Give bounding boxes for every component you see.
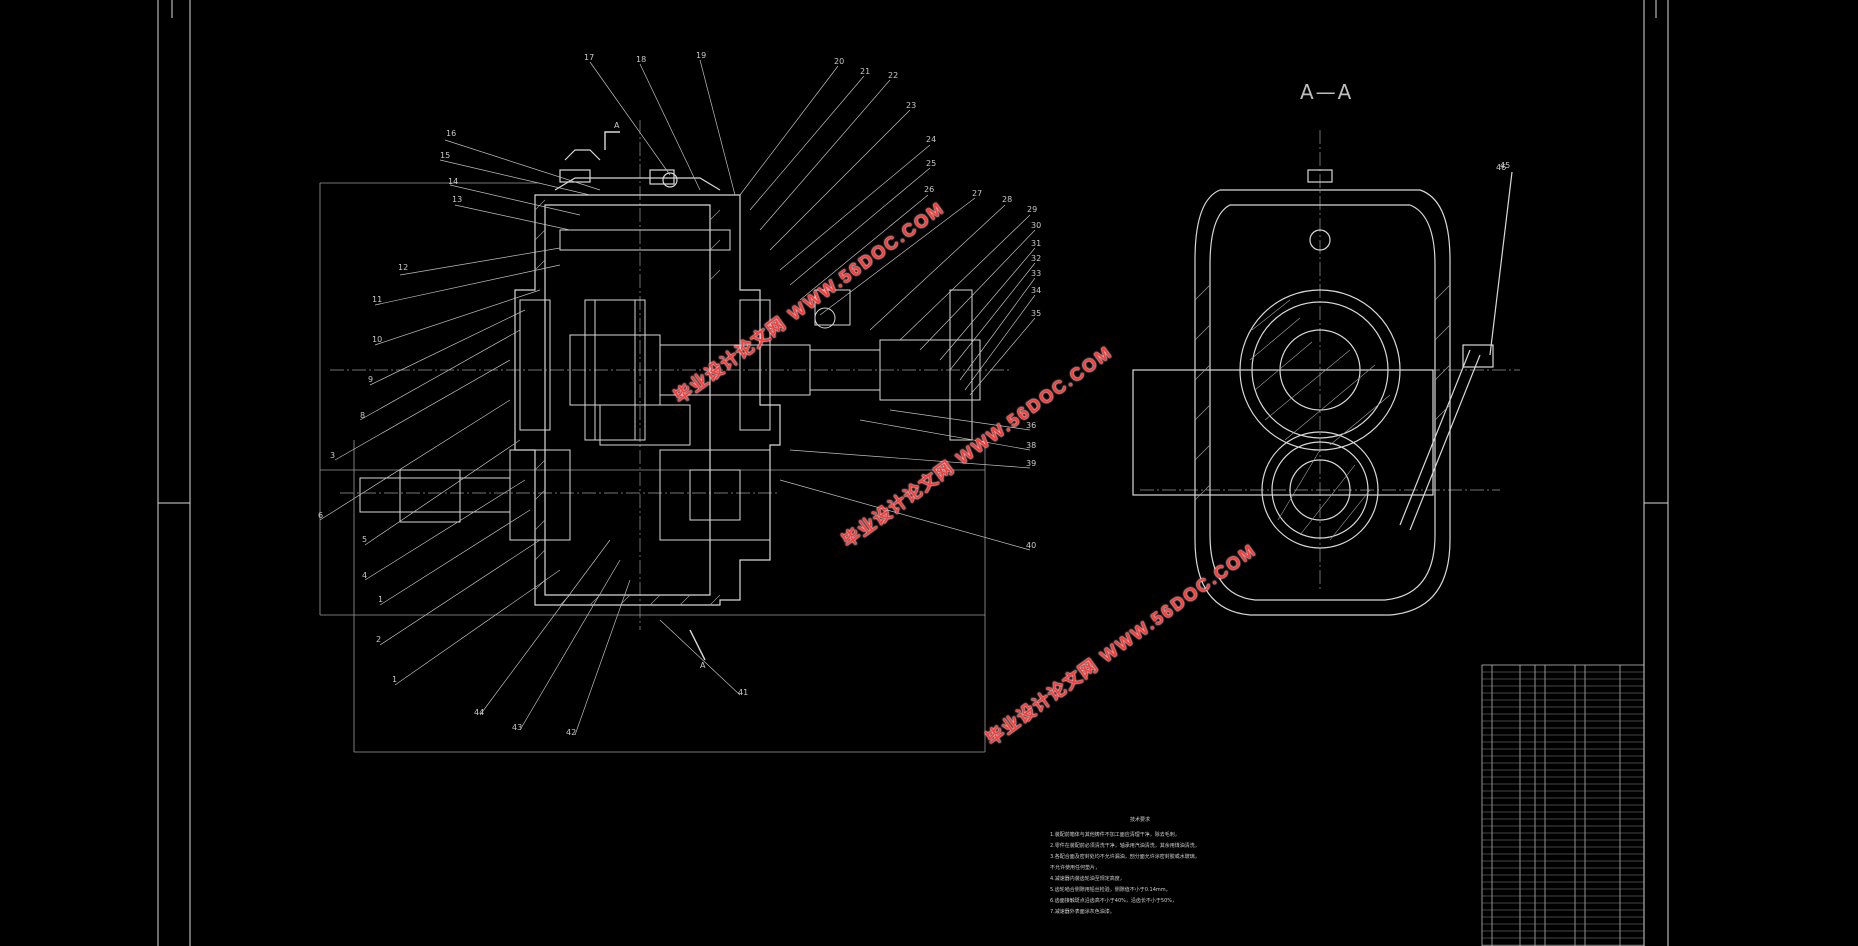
callout-number: 6	[318, 511, 323, 520]
callout-number: 3	[330, 451, 335, 460]
callout-number: 39	[1026, 459, 1036, 468]
section-label: A	[614, 121, 620, 130]
callout-number: 4	[362, 571, 367, 580]
note-line: 4.减速器内装齿轮油至规定高度，	[1050, 876, 1125, 882]
note-line: 2.零件在装配前必须清洗干净，轴承用汽油清洗，其余用煤油清洗，	[1050, 843, 1200, 849]
callout-number: 21	[860, 67, 870, 76]
callout-number: 46	[1496, 163, 1506, 172]
callout-number: 8	[360, 411, 365, 420]
callout-number: 26	[924, 185, 934, 194]
callout-number: 12	[398, 263, 408, 272]
section-aa-hatching	[1194, 284, 1451, 541]
note-line: 5.齿轮啮合侧隙用铅丝检验，侧隙值不小于0.14mm，	[1050, 887, 1171, 893]
note-line: 6.齿面接触斑点沿齿高不小于40%，沿齿长不小于50%，	[1050, 898, 1177, 904]
callout-number: 42	[566, 728, 576, 737]
section-view-aa	[1132, 169, 1513, 616]
callout-number: 33	[1031, 269, 1041, 278]
note-line: 7.减速器外表面涂灰色油漆。	[1050, 909, 1115, 915]
callout-number: 44	[474, 708, 484, 717]
callout-number: 5	[362, 535, 367, 544]
callout-number: 2	[376, 635, 381, 644]
callout-number: 30	[1031, 221, 1041, 230]
callout-number: 1	[392, 675, 397, 684]
callout-number: 25	[926, 159, 936, 168]
callout-number: 17	[584, 53, 594, 62]
center-lines	[330, 120, 1520, 630]
callout-number: 36	[1026, 421, 1036, 430]
callout-number: 15	[440, 151, 450, 160]
bom-rows	[1482, 671, 1644, 946]
callout-number: 28	[1002, 195, 1012, 204]
callout-number: 9	[368, 375, 373, 384]
callout-number: 22	[888, 71, 898, 80]
callout-number: 10	[372, 335, 382, 344]
callout-number: 27	[972, 189, 982, 198]
callout-number: 16	[446, 129, 456, 138]
section-cut-marks	[604, 131, 706, 661]
shaft-assembly	[359, 229, 981, 541]
callout-number: 24	[926, 135, 936, 144]
section-view-title: A—A	[1300, 80, 1354, 104]
note-line: 3.各配合面及密封处均不允许漏油，剖分面允许涂密封胶或水玻璃，	[1050, 854, 1200, 860]
callout-number: 41	[738, 688, 748, 697]
sheet-border	[157, 0, 1669, 946]
callout-number: 14	[448, 177, 458, 186]
callout-number: 45	[1500, 161, 1510, 170]
callout-number: 34	[1031, 286, 1041, 295]
callout-number: 35	[1031, 309, 1041, 318]
callout-number: 1	[378, 595, 383, 604]
leader-lines	[319, 59, 1036, 736]
callout-number: 32	[1031, 254, 1041, 263]
notes-title: 技术要求	[1129, 817, 1150, 823]
callout-number: 38	[1026, 441, 1036, 450]
callout-number: 11	[372, 295, 382, 304]
callout-number: 13	[452, 195, 462, 204]
section-label: A	[700, 661, 706, 670]
dimension-frame	[319, 182, 986, 753]
note-line: 不允许使用任何垫片，	[1050, 865, 1101, 871]
technical-notes: 技术要求 1.装配前箱体与其他铸件不加工面应清理干净，除去毛刺， 2.零件在装配…	[1050, 815, 1230, 918]
callout-number: 31	[1031, 239, 1041, 248]
callout-number: 29	[1027, 205, 1037, 214]
callout-number: 40	[1026, 541, 1036, 550]
note-line: 1.装配前箱体与其他铸件不加工面应清理干净，除去毛刺，	[1050, 832, 1180, 838]
callout-number: 43	[512, 723, 522, 732]
callout-number: 19	[696, 51, 706, 60]
callout-number: 23	[906, 101, 916, 110]
callout-number: 18	[636, 55, 646, 64]
bill-of-materials	[1481, 664, 1645, 946]
callout-number: 20	[834, 57, 844, 66]
